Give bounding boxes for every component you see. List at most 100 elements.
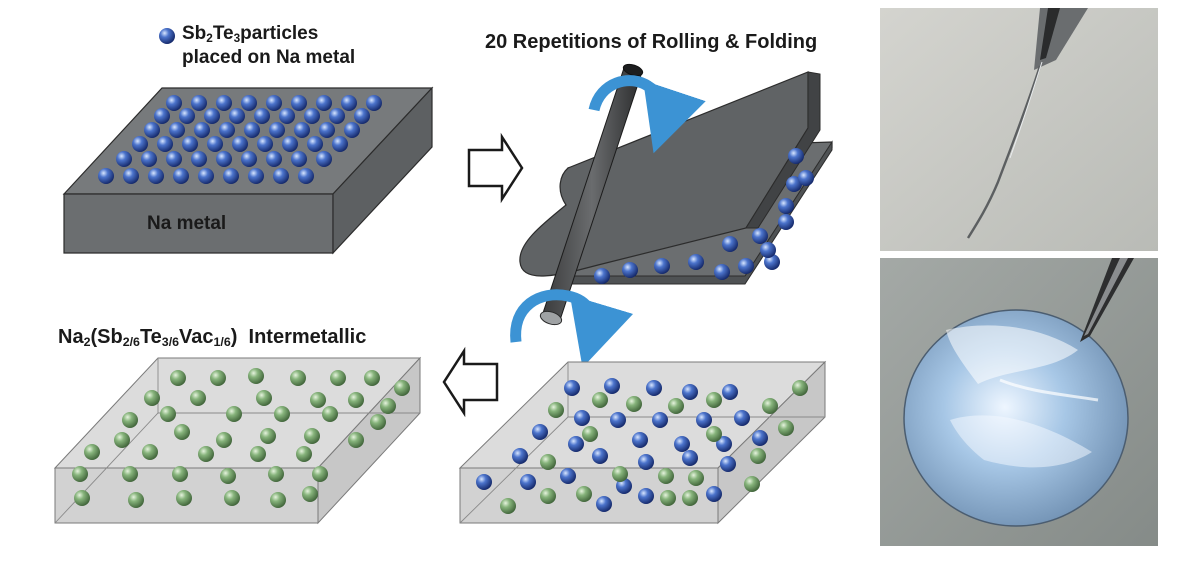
intermetallic-particle <box>290 370 306 386</box>
sb2te3-particle <box>244 122 260 138</box>
intermetallic-particle <box>312 466 328 482</box>
sb2te3-particle <box>622 262 638 278</box>
intermetallic-particle <box>176 490 192 506</box>
sb2te3-particle <box>798 170 814 186</box>
sb2te3-particle <box>144 122 160 138</box>
sb2te3-particle <box>216 95 232 111</box>
sb2te3-particle <box>682 384 698 400</box>
sb2te3-particle <box>532 424 548 440</box>
sb2te3-particle <box>273 168 289 184</box>
intermetallic-particles <box>72 368 410 508</box>
intermetallic-particle <box>122 412 138 428</box>
intermetallic-particle <box>114 432 130 448</box>
na-foil-disc <box>903 309 1129 527</box>
sb2te3-particle <box>706 486 722 502</box>
sb2te3-particle <box>282 136 298 152</box>
intermetallic-particle <box>84 444 100 460</box>
intermetallic-particle <box>170 370 186 386</box>
sb2te3-particle <box>654 258 670 274</box>
sb2te3-particle <box>646 380 662 396</box>
intermetallic-particle <box>220 468 236 484</box>
intermetallic-particle <box>394 380 410 396</box>
sb2te3-particle <box>520 474 536 490</box>
intermetallic-particle <box>226 406 242 422</box>
sb2te3-particle <box>179 108 195 124</box>
sb2te3-particle <box>752 430 768 446</box>
sb2te3-particle <box>574 410 590 426</box>
sb2te3-particle <box>682 450 698 466</box>
sb2te3-particle <box>204 108 220 124</box>
intermetallic-particle <box>310 392 326 408</box>
sb2te3-particle <box>298 168 314 184</box>
photo-wire <box>880 8 1158 251</box>
intermetallic-particle <box>248 368 264 384</box>
sb2te3-particle <box>241 95 257 111</box>
intermetallic-particle <box>706 392 722 408</box>
rolling-rotation-arrow-icon <box>510 289 634 368</box>
sb2te3-particle <box>223 168 239 184</box>
intermetallic-particle <box>576 486 592 502</box>
intermetallic-particle <box>296 446 312 462</box>
rolling-folding-title: 20 Repetitions of Rolling & Folding <box>485 31 818 53</box>
sb2te3-particle <box>219 122 235 138</box>
intermetallic-particle <box>142 444 158 460</box>
sb2te3-particles-label: Sb2Te3particles placed on Na metal <box>182 23 356 68</box>
intermetallic-particle <box>658 468 674 484</box>
sb2te3-particle <box>141 151 157 167</box>
sb2te3-particle <box>166 151 182 167</box>
intermetallic-particle <box>190 390 206 406</box>
sb2te3-particle <box>696 412 712 428</box>
sb2te3-particle <box>173 168 189 184</box>
intermetallic-particle <box>250 446 266 462</box>
sb2te3-particle <box>738 258 754 274</box>
process-arrow-left-icon <box>442 346 499 418</box>
intermetallic-particle <box>762 398 778 414</box>
process-arrow-right-icon <box>467 132 524 204</box>
intermetallic-particle <box>380 398 396 414</box>
intermetallic-label: Na2(Sb2/6Te3/6Vac1/6) Intermetallic <box>58 326 367 350</box>
intermetallic-particle <box>322 406 338 422</box>
intermetallic-particle <box>348 432 364 448</box>
sb2te3-particle <box>116 151 132 167</box>
sb2te3-particle <box>279 108 295 124</box>
roller-rod-icon <box>539 63 644 326</box>
sb2te3-particle <box>257 136 273 152</box>
sb2te3-particle <box>638 488 654 504</box>
sb2te3-particle <box>688 254 704 270</box>
sb2te3-particle <box>198 168 214 184</box>
sb2te3-particles-on-folded-sheet <box>594 148 814 284</box>
sb2te3-particle <box>241 151 257 167</box>
intermetallic-particle <box>548 402 564 418</box>
intermetallic-particle <box>172 466 188 482</box>
sb2te3-particle <box>148 168 164 184</box>
intermetallic-particle <box>274 406 290 422</box>
sb2te3-particle <box>207 136 223 152</box>
sb2te3-particle <box>638 454 654 470</box>
intermetallic-particle <box>592 392 608 408</box>
sb2te3-particle <box>194 122 210 138</box>
sb2te3-particle <box>786 176 802 192</box>
sb2te3-particle <box>512 448 528 464</box>
intermetallic-particle <box>778 420 794 436</box>
na-metal-label: Na metal <box>147 213 227 234</box>
intermetallic-particle <box>304 428 320 444</box>
sb2te3-particle <box>291 151 307 167</box>
intermetallic-particle <box>268 466 284 482</box>
sb2te3-particle <box>157 136 173 152</box>
sb2te3-particle <box>132 136 148 152</box>
sb2te3-particle <box>594 268 610 284</box>
sb2te3-particle <box>269 122 285 138</box>
intermetallic-particle <box>612 466 628 482</box>
intermetallic-particle <box>682 490 698 506</box>
sb2te3-particle <box>720 456 736 472</box>
sb2te3-particle <box>329 108 345 124</box>
sb2te3-particle <box>714 264 730 280</box>
na-wire <box>966 65 1042 239</box>
intermetallic-particle <box>500 498 516 514</box>
sb2te3-particle <box>632 432 648 448</box>
sb2te3-particle <box>248 168 264 184</box>
intermetallic-particle <box>540 454 556 470</box>
sb2te3-particle <box>154 108 170 124</box>
intermetallic-particle <box>792 380 808 396</box>
